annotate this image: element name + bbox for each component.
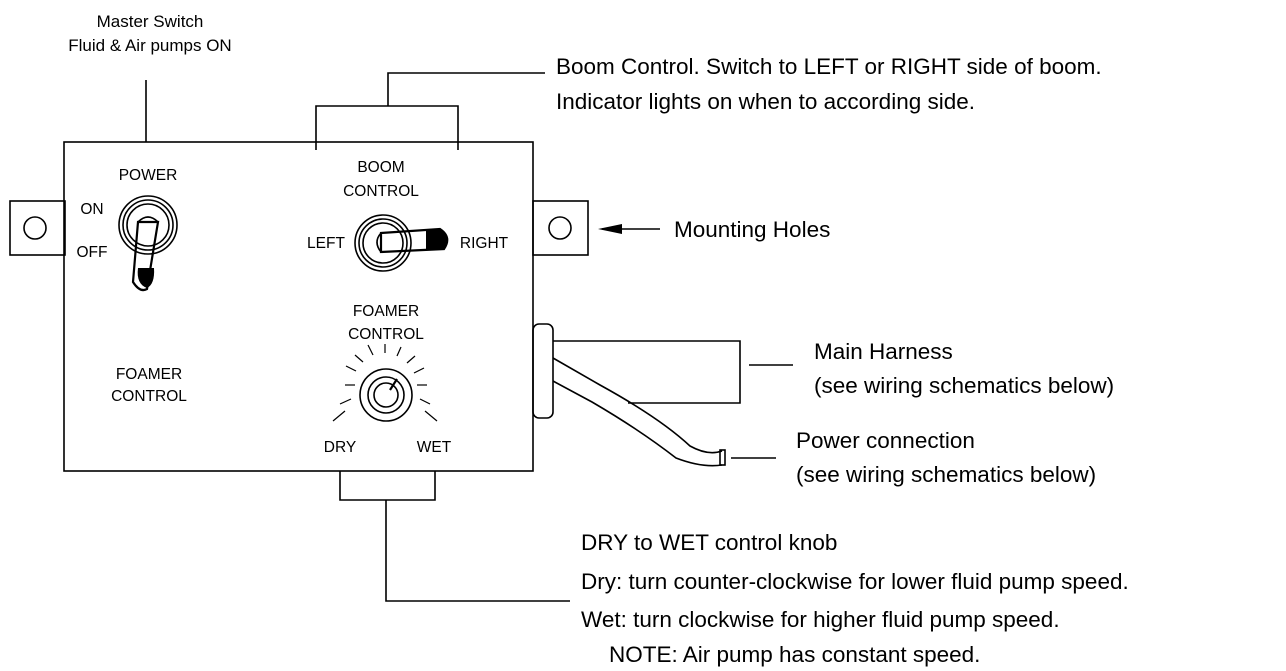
- left-label: LEFT: [307, 235, 345, 252]
- boom-callout-bracket: [315, 105, 459, 150]
- off-label: OFF: [77, 244, 108, 261]
- panel-foamer-label-line1: FOAMER: [116, 366, 182, 383]
- master-switch-label-line1: Master Switch: [97, 12, 204, 31]
- power-cable-top: [552, 357, 723, 454]
- mounting-holes-label: Mounting Holes: [674, 217, 830, 242]
- mounting-tab-right: [532, 200, 589, 256]
- boom-control-label-line2: CONTROL: [343, 183, 419, 200]
- boom-callout-leader: [387, 72, 545, 106]
- wet-label: WET: [417, 439, 452, 456]
- boom-toggle-switch[interactable]: [354, 214, 449, 272]
- boom-callout-line1: Boom Control. Switch to LEFT or RIGHT si…: [556, 54, 1102, 79]
- boom-control-label-line1: BOOM: [357, 159, 404, 176]
- harness-connector: [532, 323, 554, 419]
- knob-callout-bracket: [339, 471, 436, 501]
- control-panel-body: [63, 141, 534, 472]
- power-cable-end: [719, 449, 726, 466]
- main-harness-label-line2: (see wiring schematics below): [814, 373, 1114, 398]
- on-label: ON: [80, 201, 103, 218]
- dry-label: DRY: [324, 439, 356, 456]
- foamer-dial-ticks: [332, 344, 438, 422]
- knob-callout-dry: Dry: turn counter-clockwise for lower fl…: [581, 569, 1129, 594]
- knob-callout-title: DRY to WET control knob: [581, 530, 837, 555]
- knob-callout-note: NOTE: Air pump has constant speed.: [609, 642, 980, 667]
- power-connection-label-line1: Power connection: [796, 428, 975, 453]
- knob-callout-wet: Wet: turn clockwise for higher fluid pum…: [581, 607, 1060, 632]
- right-label: RIGHT: [460, 235, 509, 252]
- power-toggle-switch[interactable]: [118, 195, 178, 292]
- mounting-tab-left: [9, 200, 66, 256]
- foamer-control-label-line2: CONTROL: [348, 326, 424, 343]
- power-connection-label-line2: (see wiring schematics below): [796, 462, 1096, 487]
- mounting-holes-arrowhead: [598, 224, 622, 234]
- knob-callout-leader: [385, 500, 570, 602]
- foamer-dial-knob[interactable]: [359, 368, 413, 422]
- main-harness-cable: [553, 340, 741, 404]
- mounting-hole-left: [23, 216, 47, 240]
- power-label: POWER: [119, 167, 178, 184]
- panel-foamer-label-line2: CONTROL: [111, 388, 187, 405]
- boom-callout-line2: Indicator lights on when to according si…: [556, 89, 975, 114]
- foamer-control-label-line1: FOAMER: [353, 303, 419, 320]
- power-cable-bottom: [552, 380, 723, 467]
- mounting-hole-right: [548, 216, 572, 240]
- master-switch-label-line2: Fluid & Air pumps ON: [68, 36, 231, 55]
- main-harness-label-line1: Main Harness: [814, 339, 953, 364]
